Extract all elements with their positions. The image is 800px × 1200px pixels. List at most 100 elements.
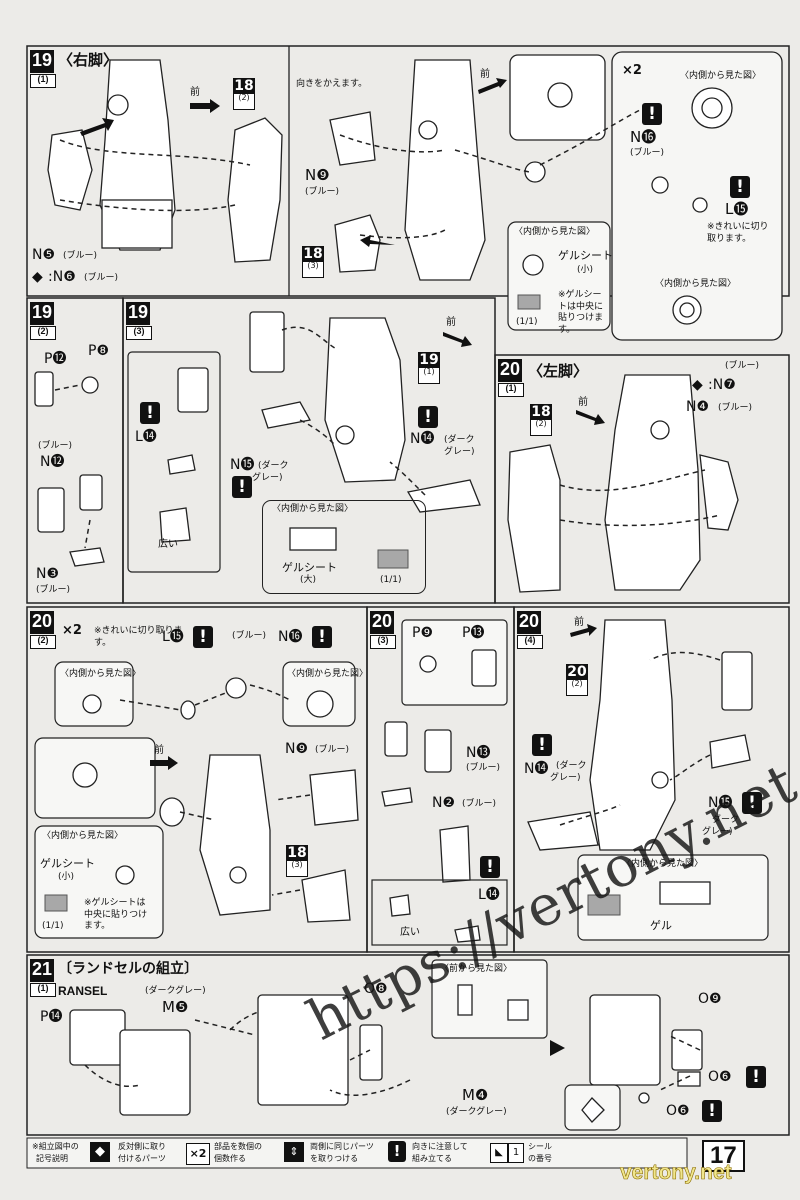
opposite-side-icon: ◆ [32,269,43,285]
ref-badge: 18(2) [233,78,255,110]
part-color: グレー) [252,473,283,483]
legend-text: の番号 [528,1154,552,1163]
section-title: 〔ランドセルの組立〕 [58,961,198,977]
part-color: (ブルー) [725,361,760,371]
wide-label: 広い [158,539,178,550]
legend-text: 付けるパーツ [118,1154,166,1163]
legend-text: を取りつける [310,1154,359,1163]
front-label: 前 [480,69,490,80]
gel-count: (1/1) [42,921,64,931]
caution-icon: ! [232,476,252,498]
front-label: 前 [446,317,456,328]
part-color: グレー) [702,827,733,837]
part-label: O❾ [698,991,722,1007]
part-label: :N❼ [708,377,736,393]
legend-text: シール [528,1142,552,1151]
part-color: (ブルー) [36,585,71,595]
side-view-label: 〈内側から見た図〉 [655,279,737,289]
both-sides-icon: ⇕ [284,1142,304,1162]
cut-note: ※きれいに切り取ります。 [707,222,769,244]
step-number: 19 [30,50,54,73]
part-label: N⓭ [466,745,491,761]
part-label: N❾ [305,166,330,184]
gel-sheet-size: (小) [58,872,75,882]
part-label: N⓯ [708,795,733,811]
gel-sheet-label: ゲルシート [282,561,337,574]
front-label: 前 [190,87,200,98]
legend-text: 個数作る [214,1154,246,1163]
part-label: N❸ [36,566,60,582]
quantity-mark: ×2 [62,623,82,638]
caution-icon: ! [418,406,438,428]
part-color: (ブルー) [315,745,350,755]
substep-number: (2) [30,635,56,649]
sticker-number: 1 [508,1143,524,1163]
gel-sheet-size: (小) [577,265,594,275]
step-number: 20 [498,359,522,382]
part-label: L⓯ [725,200,749,218]
gel-note: ※ゲルシートは中央に貼りつけます。 [84,898,148,932]
gel-count: (1/1) [380,575,402,585]
cut-note: ※きれいに切り取ります。 [94,626,183,648]
front-label: 前 [578,397,588,408]
part-color: (ブルー) [305,187,340,197]
caution-icon: ! [642,103,662,125]
caution-icon: ! [730,176,750,198]
caution-icon: ! [742,792,762,814]
side-view-label: 〈内側から見た図〉 [680,71,762,81]
front-label: 前 [154,745,164,756]
substep-number: (1) [498,383,524,397]
part-color: (ブルー) [38,441,73,451]
part-label: N❺ [32,247,56,263]
legend-text: 組み立てる [412,1154,452,1163]
side-view-label: 〈内側から見た図〉 [622,859,704,869]
part-label: O❻ [708,1069,732,1085]
step-number: 21 [30,959,54,982]
part-label: N❾ [285,741,309,757]
ref-badge: 19(1) [418,352,440,384]
part-label: N⓰ [630,128,657,146]
part-color: (ダークグレー) [446,1107,507,1117]
part-color: ダーク [712,815,740,825]
caution-icon: ! [702,1100,722,1122]
gel-detail-box [262,500,426,594]
part-label: N⓰ [278,629,303,645]
side-view-label: 〈内側から見た図〉 [42,831,124,841]
caution-icon: ! [140,402,160,424]
legend-text: 両側に同じパーツ [310,1142,374,1151]
quantity-mark: ×2 [622,63,642,78]
substep-number: (2) [30,326,56,340]
legend-text: 向きに注意して [412,1142,468,1151]
substep-number: (3) [126,326,152,340]
part-color: (ブルー) [84,273,119,283]
wide-label: 広い [400,927,420,938]
part-label: N❹ [686,399,710,415]
sticker-icon: ◣ [490,1143,508,1163]
part-label: M❹ [462,1086,489,1104]
gel-count: (1/1) [516,317,538,327]
part-color: (ブルー) [63,251,98,261]
part-label: N⓮ [524,761,549,777]
gel-sheet-size: (大) [300,575,317,585]
legend-text: 反対側に取り [118,1142,166,1151]
ref-badge: 18(3) [286,845,308,877]
part-color: (ブルー) [718,403,753,413]
page-number: 17 [702,1140,745,1172]
opposite-side-icon: ◆ [692,377,703,393]
legend-title: ※組立図中の [32,1142,79,1151]
ransel-label: RANSEL [58,984,108,998]
ref-badge: 20(2) [566,664,588,696]
part-color: (ブルー) [466,763,501,773]
section-title: 〈左脚〉 [528,362,589,380]
gel-sheet-label: ゲル [650,919,672,932]
part-label: :N❻ [48,269,76,285]
part-label: L⓮ [135,429,157,445]
step-number: 20 [370,611,394,634]
caution-icon: ! [312,626,332,648]
watermark-site: vertony.net [620,1161,732,1184]
front-label: 前 [574,617,584,628]
part-color: (ブルー) [232,631,267,641]
part-color: (ダーク [444,435,475,445]
